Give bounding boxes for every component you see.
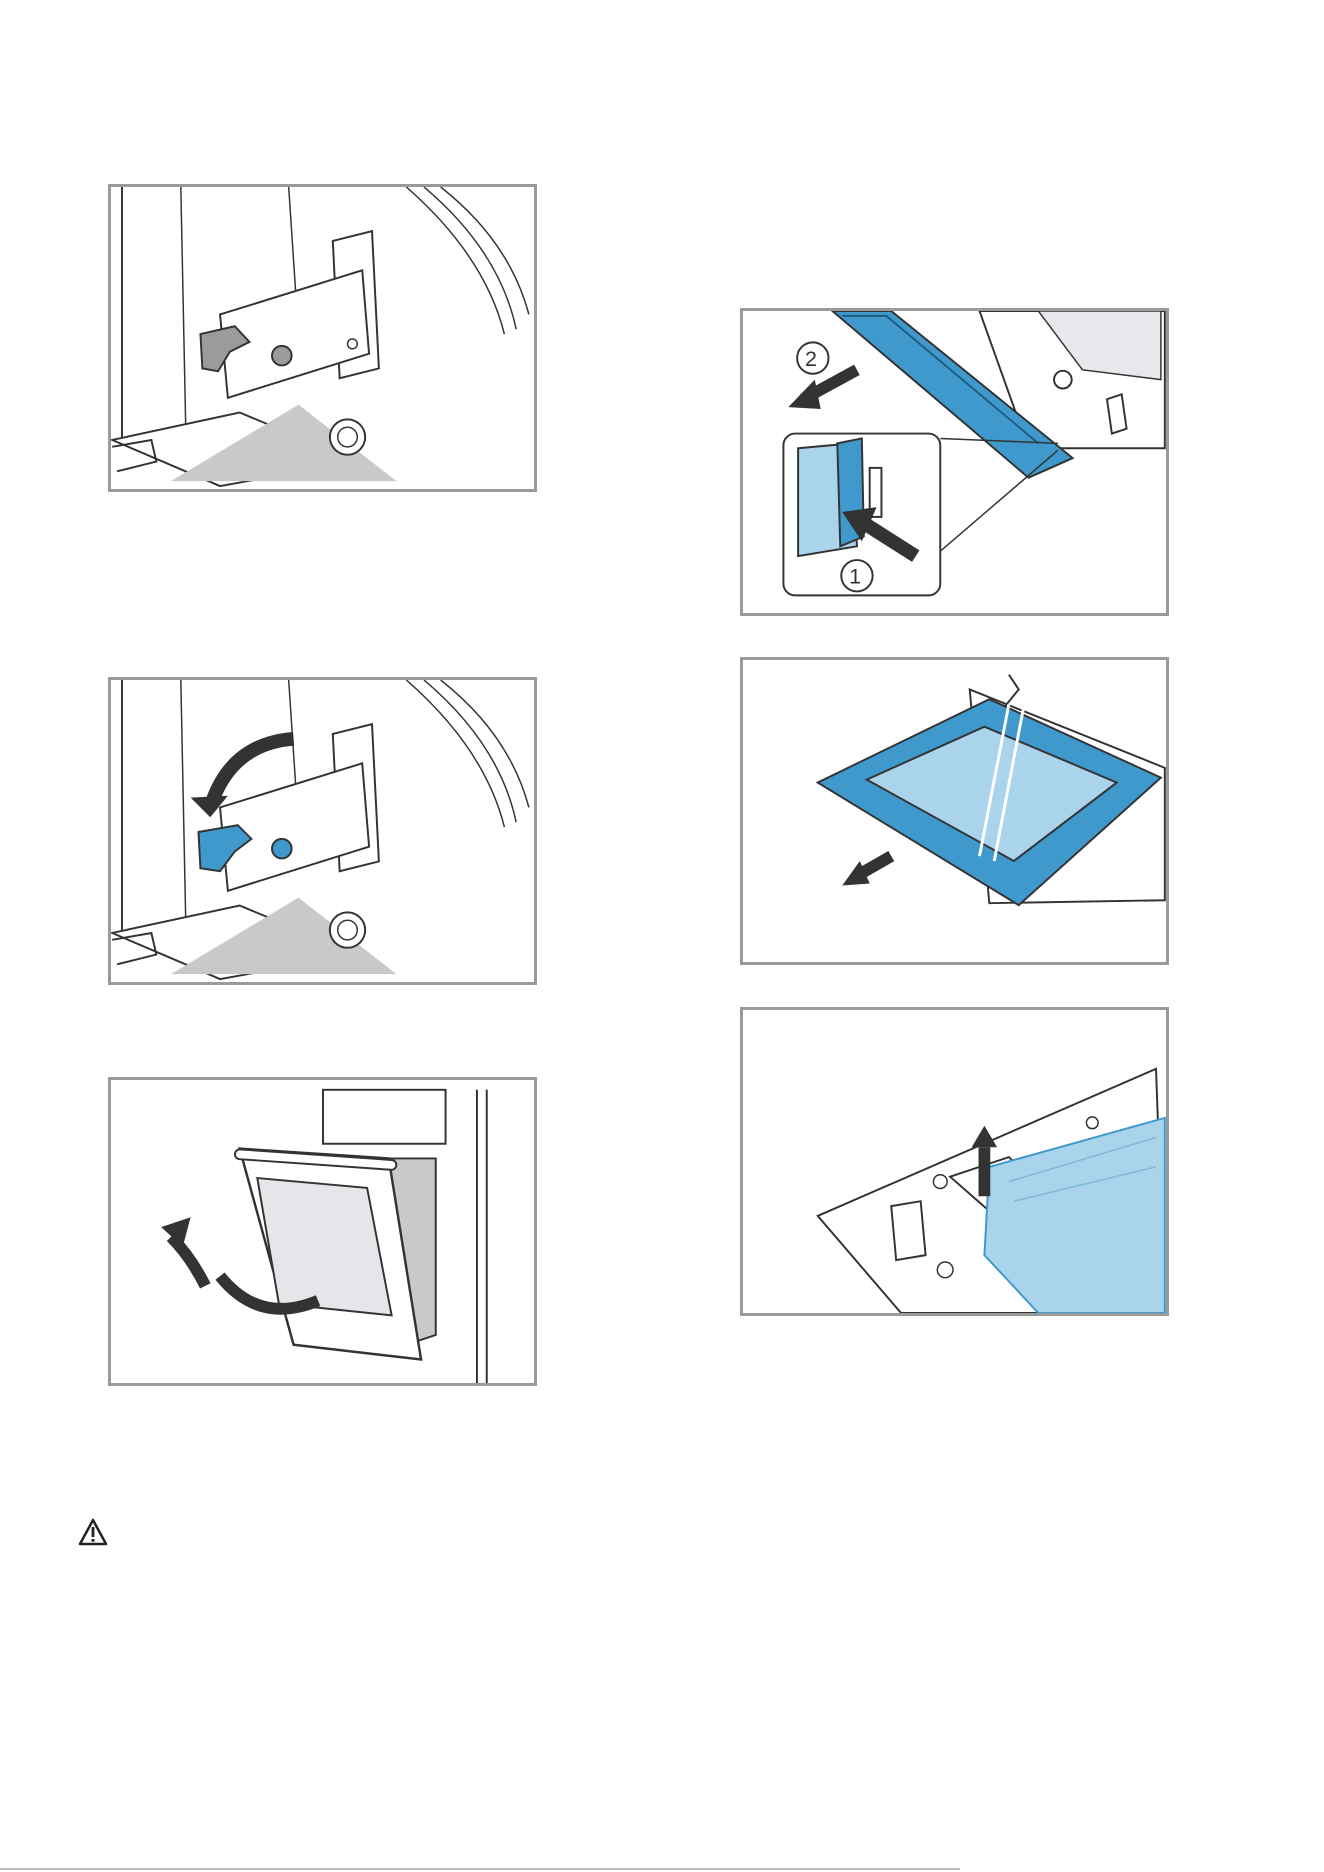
cover-strip-removal-illustration: 2 1 [743,311,1166,613]
figure-cover-strip-removal: 2 1 [740,308,1169,616]
inner-pane-lift-illustration [743,1010,1166,1313]
door-tilt-illustration [111,1080,534,1383]
figure-door-tilt [108,1077,537,1386]
warning-triangle-icon [78,1518,108,1546]
footer-rule [0,1868,960,1870]
hinge-lever-open-illustration [111,680,534,982]
figure-hinge-lever-open [108,677,537,985]
callout-number-1: 1 [849,564,861,589]
figure-glass-pane-slide-out [740,657,1169,965]
figure-inner-pane-lift [740,1007,1169,1316]
callout-number-2: 2 [805,346,817,371]
arrow-up-icon [972,1126,997,1148]
hinge-lever-closed-illustration [111,187,534,489]
glass-pane-slide-out-illustration [743,660,1166,962]
figure-hinge-lever-closed [108,184,537,492]
arrow-left-icon [788,380,820,409]
